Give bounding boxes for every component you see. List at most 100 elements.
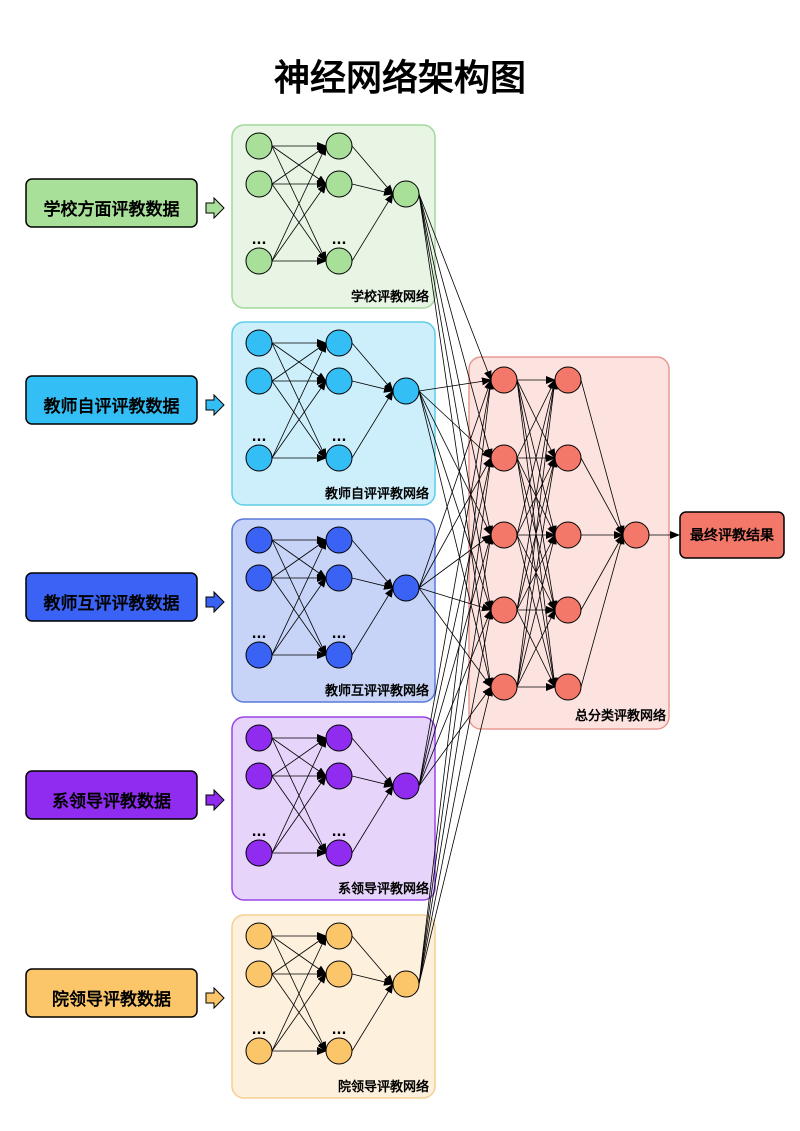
ellipsis-label: ... <box>252 430 267 445</box>
neuron-node <box>325 170 353 198</box>
classifier-neuron-node <box>490 521 518 549</box>
edge-line <box>516 534 557 688</box>
neuron-node <box>245 367 273 395</box>
edge-line <box>351 193 394 262</box>
edge-line <box>418 609 494 985</box>
edge-line <box>271 145 327 262</box>
edge-line <box>418 390 493 688</box>
edge-line <box>418 379 492 589</box>
subnet-network-label: 院领导评教网络 <box>338 1079 429 1095</box>
neuron-node <box>325 724 353 752</box>
edge-line <box>418 379 494 985</box>
edge-line <box>580 534 624 611</box>
edge-line <box>418 193 494 688</box>
edge-line <box>580 534 625 688</box>
neuron-node <box>325 132 353 160</box>
neuron-node <box>325 329 353 357</box>
classifier-neuron-node <box>490 444 518 472</box>
edge-line <box>418 587 492 612</box>
ellipsis-label: ... <box>332 627 347 642</box>
edge-line <box>271 935 327 1052</box>
final-result-label: 最终评教结果 <box>690 527 775 544</box>
edge-line <box>351 737 394 787</box>
edge-line <box>418 457 494 985</box>
neuron-node <box>325 444 353 472</box>
neuron-node <box>325 367 353 395</box>
input-data-label: 学校方面评教数据 <box>44 199 180 220</box>
subnet-output-node <box>392 970 420 998</box>
neuron-node <box>245 922 273 950</box>
neuron-node <box>245 762 273 790</box>
input-data-box <box>25 968 198 1018</box>
subnet-network-label: 教师自评评教网络 <box>324 486 429 502</box>
edge-line <box>271 737 327 777</box>
edge-line <box>271 935 327 975</box>
edge-line <box>418 609 492 787</box>
subnet-output-node <box>392 377 420 405</box>
edge-line <box>271 539 327 579</box>
edge-line <box>418 193 492 381</box>
edge-line <box>271 737 327 854</box>
ellipsis-label: ... <box>332 1023 347 1038</box>
edge-line <box>271 183 327 262</box>
edge-line <box>418 686 493 985</box>
ellipsis-label: ... <box>252 627 267 642</box>
ellipsis-label: ... <box>252 233 267 248</box>
subnet-panel <box>231 914 436 1099</box>
ellipsis-label: ... <box>332 233 347 248</box>
classifier-neuron-node <box>554 444 582 472</box>
ellipsis-label: ... <box>252 825 267 840</box>
edge-line <box>351 775 394 788</box>
neuron-node <box>325 526 353 554</box>
classifier-neuron-node <box>554 596 582 624</box>
edge-line <box>351 183 394 196</box>
input-data-box <box>25 178 198 228</box>
edge-line <box>271 973 327 1052</box>
subnet-output-node <box>392 574 420 602</box>
neuron-node <box>245 1037 273 1065</box>
input-data-label: 系领导评教数据 <box>52 791 171 812</box>
edge-line <box>516 379 556 459</box>
neuron-node <box>245 526 273 554</box>
edge-line <box>271 342 327 459</box>
classifier-network-label: 总分类评教网络 <box>575 708 666 724</box>
edge-line <box>351 380 394 393</box>
edge-line <box>351 145 394 195</box>
edge-line <box>418 534 493 787</box>
subnet-network-label: 系领导评教网络 <box>338 881 429 897</box>
ellipsis-label: ... <box>332 430 347 445</box>
edge-line <box>418 379 494 787</box>
input-data-box <box>25 572 198 622</box>
edge-line <box>271 342 327 382</box>
neuron-node <box>325 762 353 790</box>
subnet-output-node <box>392 772 420 800</box>
final-result-box <box>679 511 785 559</box>
edge-line <box>516 379 557 536</box>
classifier-neuron-node <box>554 673 582 701</box>
subnet-output-node <box>392 180 420 208</box>
classifier-neuron-node <box>490 596 518 624</box>
edge-line <box>351 390 394 459</box>
neuron-node <box>245 132 273 160</box>
input-data-label: 院领导评教数据 <box>52 989 171 1010</box>
neuron-node <box>245 960 273 988</box>
edge-line <box>351 539 394 589</box>
edge-line <box>351 935 394 985</box>
neuron-node <box>245 444 273 472</box>
neuron-node <box>245 839 273 867</box>
classifier-neuron-node <box>490 366 518 394</box>
edge-line <box>516 379 558 611</box>
subnet-panel <box>231 716 436 901</box>
input-data-box <box>25 375 198 425</box>
neuron-node <box>325 247 353 275</box>
edge-line <box>580 457 624 536</box>
edge-line <box>580 379 625 536</box>
edge-line <box>418 686 492 787</box>
neuron-node <box>245 329 273 357</box>
neuron-node <box>245 641 273 669</box>
edge-line <box>351 342 394 392</box>
arrow-icon <box>205 196 225 220</box>
edge-line <box>271 577 327 656</box>
input-data-label: 教师自评评教数据 <box>43 396 180 417</box>
